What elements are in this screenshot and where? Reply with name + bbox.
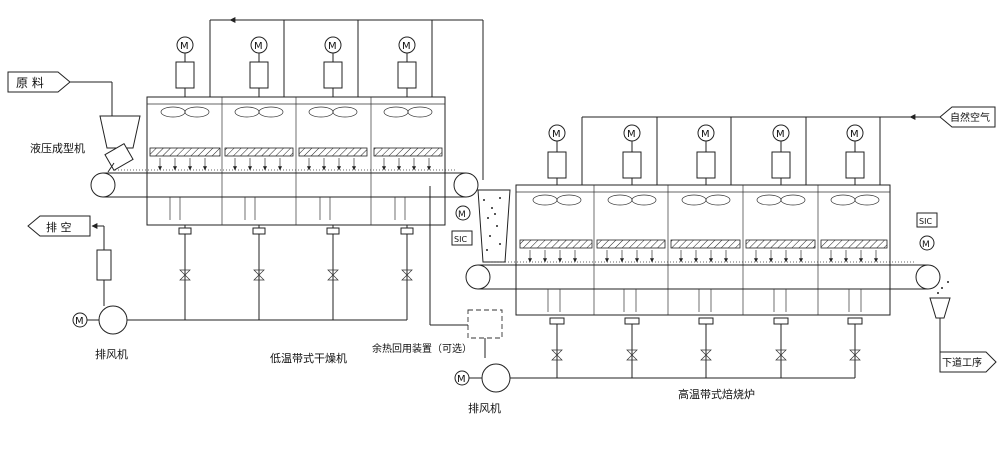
exhaust-fan-1: M <box>72 223 150 335</box>
svg-text:M: M <box>776 129 785 140</box>
hydraulic-press <box>99 115 141 173</box>
svg-text:下道工序: 下道工序 <box>942 356 982 369</box>
svg-text:M: M <box>457 374 466 385</box>
svg-text:M: M <box>627 129 636 140</box>
low-temp-dryer <box>90 96 479 226</box>
transfer-chute: M SIC <box>451 189 511 263</box>
svg-text:SIC: SIC <box>454 235 467 244</box>
svg-text:M: M <box>850 129 859 140</box>
svg-text:M: M <box>75 316 84 327</box>
svg-text:SIC: SIC <box>919 217 932 226</box>
dryer-top-header <box>209 17 484 180</box>
svg-text:排 空: 排 空 <box>46 220 72 234</box>
exhaust-fan-2: M <box>454 363 511 393</box>
svg-text:M: M <box>458 210 466 220</box>
natural-air-header <box>581 114 940 185</box>
dryer-motors: M M M M <box>175 36 417 97</box>
raw-material-tag: 原 料 <box>7 71 71 93</box>
raw-material-label: 原 料 <box>16 76 44 90</box>
heat-recovery-device <box>429 186 503 358</box>
low-temp-dryer-label: 低温带式干燥机 <box>270 351 347 365</box>
high-temp-furnace <box>465 184 941 316</box>
furnace-motors: M M M M M <box>547 124 865 185</box>
svg-text:M: M <box>254 41 263 52</box>
heat-recovery-label: 余热回用装置（可选） <box>372 342 472 355</box>
dryer-return-ducts <box>150 225 414 321</box>
svg-text:M: M <box>402 41 411 52</box>
exhaust-fan-1-label: 排风机 <box>95 347 128 361</box>
next-process-tag: 下道工序 <box>939 351 997 373</box>
svg-text:M: M <box>701 129 710 140</box>
svg-text:M: M <box>180 41 189 52</box>
exhaust-fan-2-label: 排风机 <box>468 401 501 415</box>
natural-air-tag: 自然空气 <box>939 106 996 128</box>
furnace-return-ducts <box>510 317 863 379</box>
exhaust-air-tag: 排 空 <box>27 215 91 237</box>
hydraulic-press-label: 液压成型机 <box>30 141 85 155</box>
svg-text:M: M <box>552 129 561 140</box>
svg-text:自然空气: 自然空气 <box>950 111 990 124</box>
high-temp-furnace-label: 高温带式焙烧炉 <box>678 387 755 401</box>
svg-text:M: M <box>922 240 930 250</box>
svg-text:M: M <box>328 41 337 52</box>
